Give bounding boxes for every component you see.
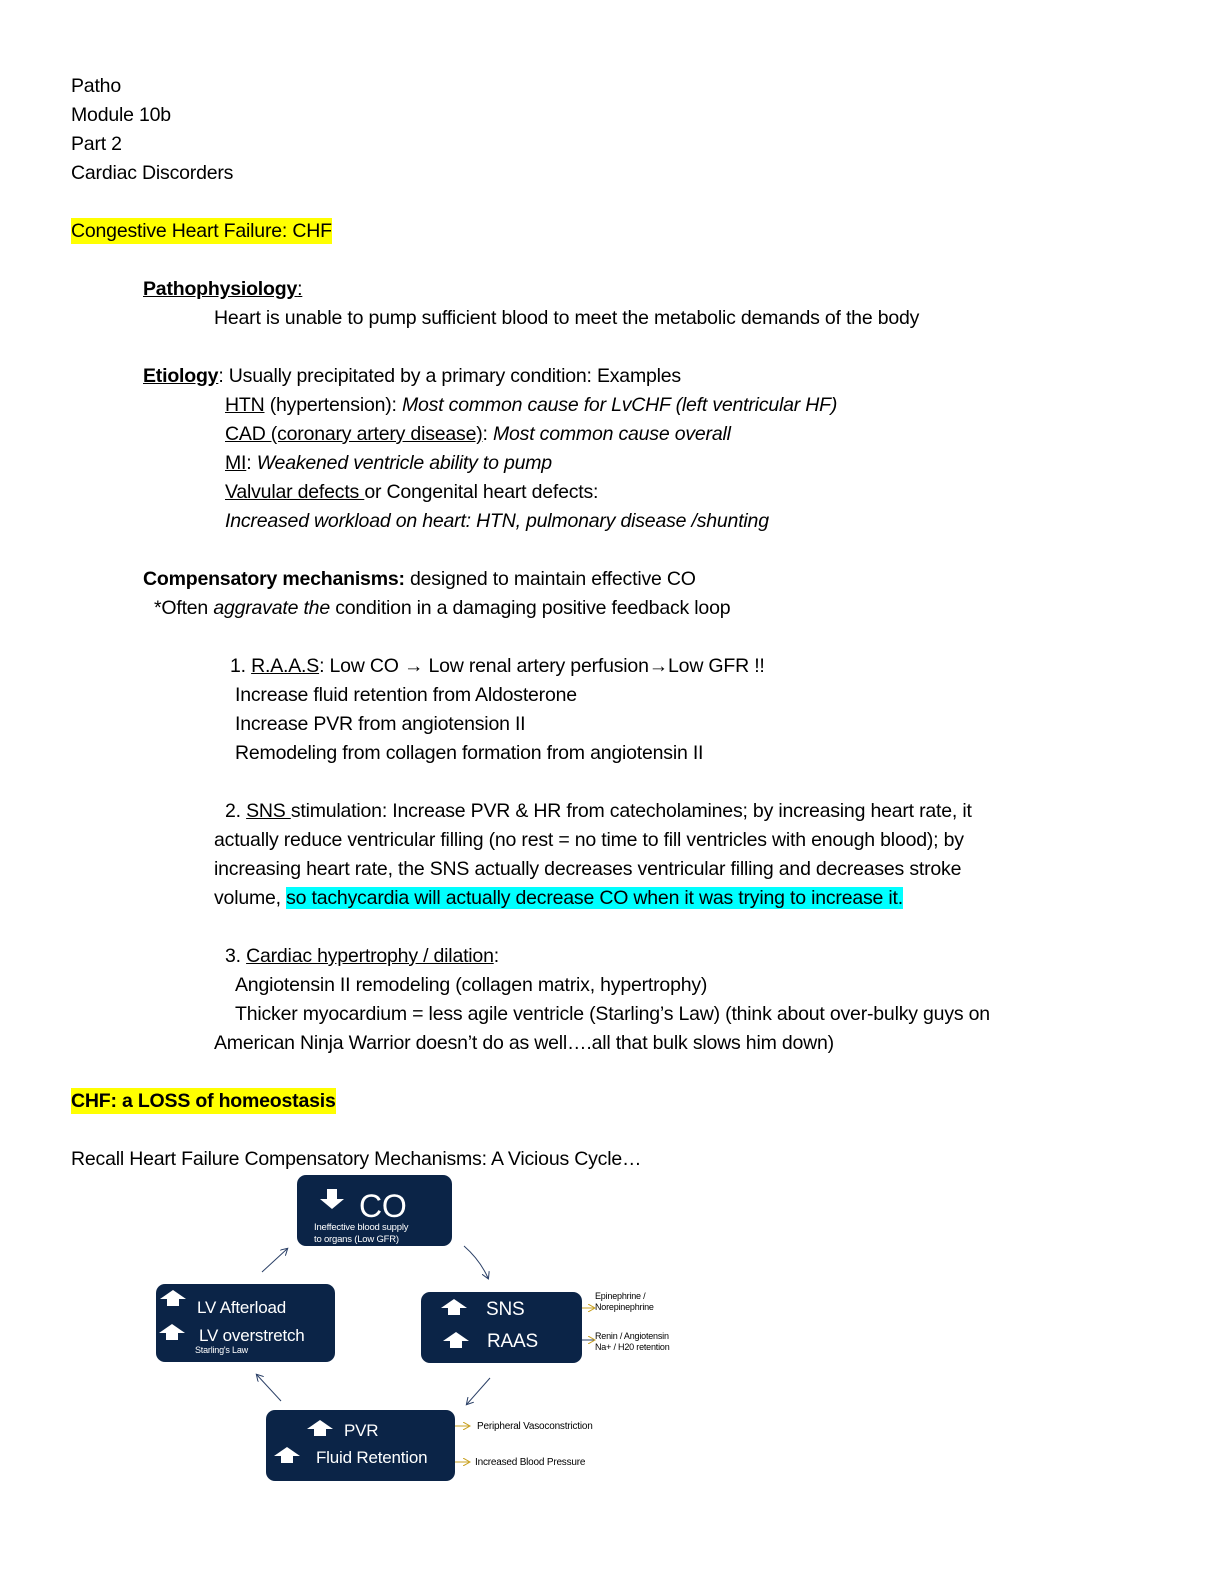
sns-note: Epinephrine /Norepinephrine [595,1291,654,1313]
text: : [246,452,257,474]
pvr-box: PVR Fluid Retention [266,1410,455,1481]
pvr-note: Peripheral Vasoconstriction [477,1421,593,1432]
down-arrow-icon-head [320,1199,344,1209]
loss-heading: CHF: a LOSS of homeostasis [71,1088,336,1114]
etiology-cad: CAD (coronary artery disease): Most comm… [225,421,731,447]
text: *Often [154,597,214,619]
pvr-label: PVR [344,1421,379,1440]
term: HTN [225,394,265,416]
lv-box: LV Afterload LV overstretch Starling's L… [156,1284,335,1362]
recall-text: Recall Heart Failure Compensatory Mechan… [71,1148,642,1170]
text: (hypertension): [264,394,402,416]
num: 1. [230,655,252,677]
text: : [482,423,493,445]
etiology-htn: HTN (hypertension): Most common cause fo… [225,392,837,418]
note-line: Epinephrine / [595,1291,646,1301]
etiology-line: Etiology: Usually precipitated by a prim… [143,363,681,389]
num: 3. [225,945,247,967]
lv-overstretch: LV overstretch [199,1326,305,1345]
comp-note: *Often aggravate the condition in a dama… [154,595,731,621]
lv-afterload: LV Afterload [197,1298,286,1317]
term: Cardiac hypertrophy / dilation [246,945,494,967]
term: CAD (coronary artery disease) [225,423,483,445]
patho-colon: : [297,278,303,300]
term: Valvular defects [225,481,365,503]
header-line: Module 10b [71,104,171,126]
cycle-arrow [261,1249,287,1273]
text: aggravate the [213,597,330,619]
text: or Congenital heart defects: [364,481,599,503]
etiology-text: : Usually precipitated by a primary cond… [218,365,681,387]
raas-line: Increase PVR from angiotension II [235,713,526,735]
down-arrow-icon [327,1189,337,1199]
raas-label: RAAS [487,1331,538,1352]
term: SNS [246,800,291,822]
co-box: CO Ineffective blood supply to organs (L… [297,1175,452,1246]
etiology-workload: Increased workload on heart: HTN, pulmon… [225,510,769,532]
comp-label: Compensatory mechanisms: [143,568,405,590]
header-line: Part 2 [71,133,122,155]
text: condition in a damaging positive feedbac… [329,597,731,619]
sns-line: increasing heart rate, the SNS actually … [214,858,962,880]
highlighted-text: so tachycardia will actually decrease CO… [286,887,903,909]
text: volume, [214,887,287,909]
lv-sub: Starling's Law [195,1345,248,1355]
sns-line: 2. SNS stimulation: Increase PVR & HR fr… [225,798,972,824]
raas-line: 1. R.A.A.S: Low CO → Low renal artery pe… [230,653,765,679]
etiology-valvular: Valvular defects or Congenital heart def… [225,479,598,505]
hyp-line: Angiotensin II remodeling (collagen matr… [235,974,708,996]
etiology-mi: MI: Weakened ventricle ability to pump [225,450,552,476]
num: 2. [225,800,247,822]
fluid-note: Increased Blood Pressure [475,1457,586,1468]
co-sub: Ineffective blood supply [314,1222,409,1233]
term: R.A.A.S [251,655,320,677]
header-line: Cardiac Discorders [71,162,234,184]
term: MI [225,452,247,474]
patho-label: Pathophysiology [143,278,298,300]
raas-line: Remodeling from collagen formation from … [235,742,704,764]
raas-line: Increase fluid retention from Aldosteron… [235,684,577,706]
header-line: Patho [71,75,121,97]
note-line: Renin / Angiotensin [595,1331,669,1341]
comp-line: Compensatory mechanisms: designed to mai… [143,566,696,592]
sns-label: SNS [486,1299,525,1320]
cycle-arrow [467,1377,491,1404]
cycle-arrow [257,1375,282,1402]
chf-heading: Congestive Heart Failure: CHF [71,218,332,244]
co-sub: to organs (Low GFR) [314,1234,399,1245]
comp-text: designed to maintain effective CO [404,568,696,590]
fluid-retention-label: Fluid Retention [316,1448,428,1467]
text: : [493,945,499,967]
note: Most common cause for LvCHF (left ventri… [401,394,838,416]
etiology-label: Etiology [143,365,219,387]
co-title: CO [359,1188,407,1224]
text: : Low CO → Low renal artery perfusion→Lo… [319,655,765,677]
sns-line: volume, so tachycardia will actually dec… [214,885,903,911]
patho-label-line: Pathophysiology: [143,276,303,302]
note-line: Norepinephrine [595,1302,654,1312]
cycle-arrow [463,1245,488,1278]
sns-line: actually reduce ventricular filling (no … [214,829,964,851]
sns-raas-box: SNS RAAS [421,1292,582,1363]
note: Weakened ventricle ability to pump [256,452,552,474]
patho-text: Heart is unable to pump sufficient blood… [214,307,920,329]
hyp-line: 3. Cardiac hypertrophy / dilation: [225,943,499,969]
text: stimulation: Increase PVR & HR from cate… [290,800,972,822]
hyp-line: American Ninja Warrior doesn’t do as wel… [214,1032,834,1054]
note-line: Na+ / H20 retention [595,1342,670,1352]
hyp-line: Thicker myocardium = less agile ventricl… [235,1003,990,1025]
note: Most common cause overall [492,423,731,445]
